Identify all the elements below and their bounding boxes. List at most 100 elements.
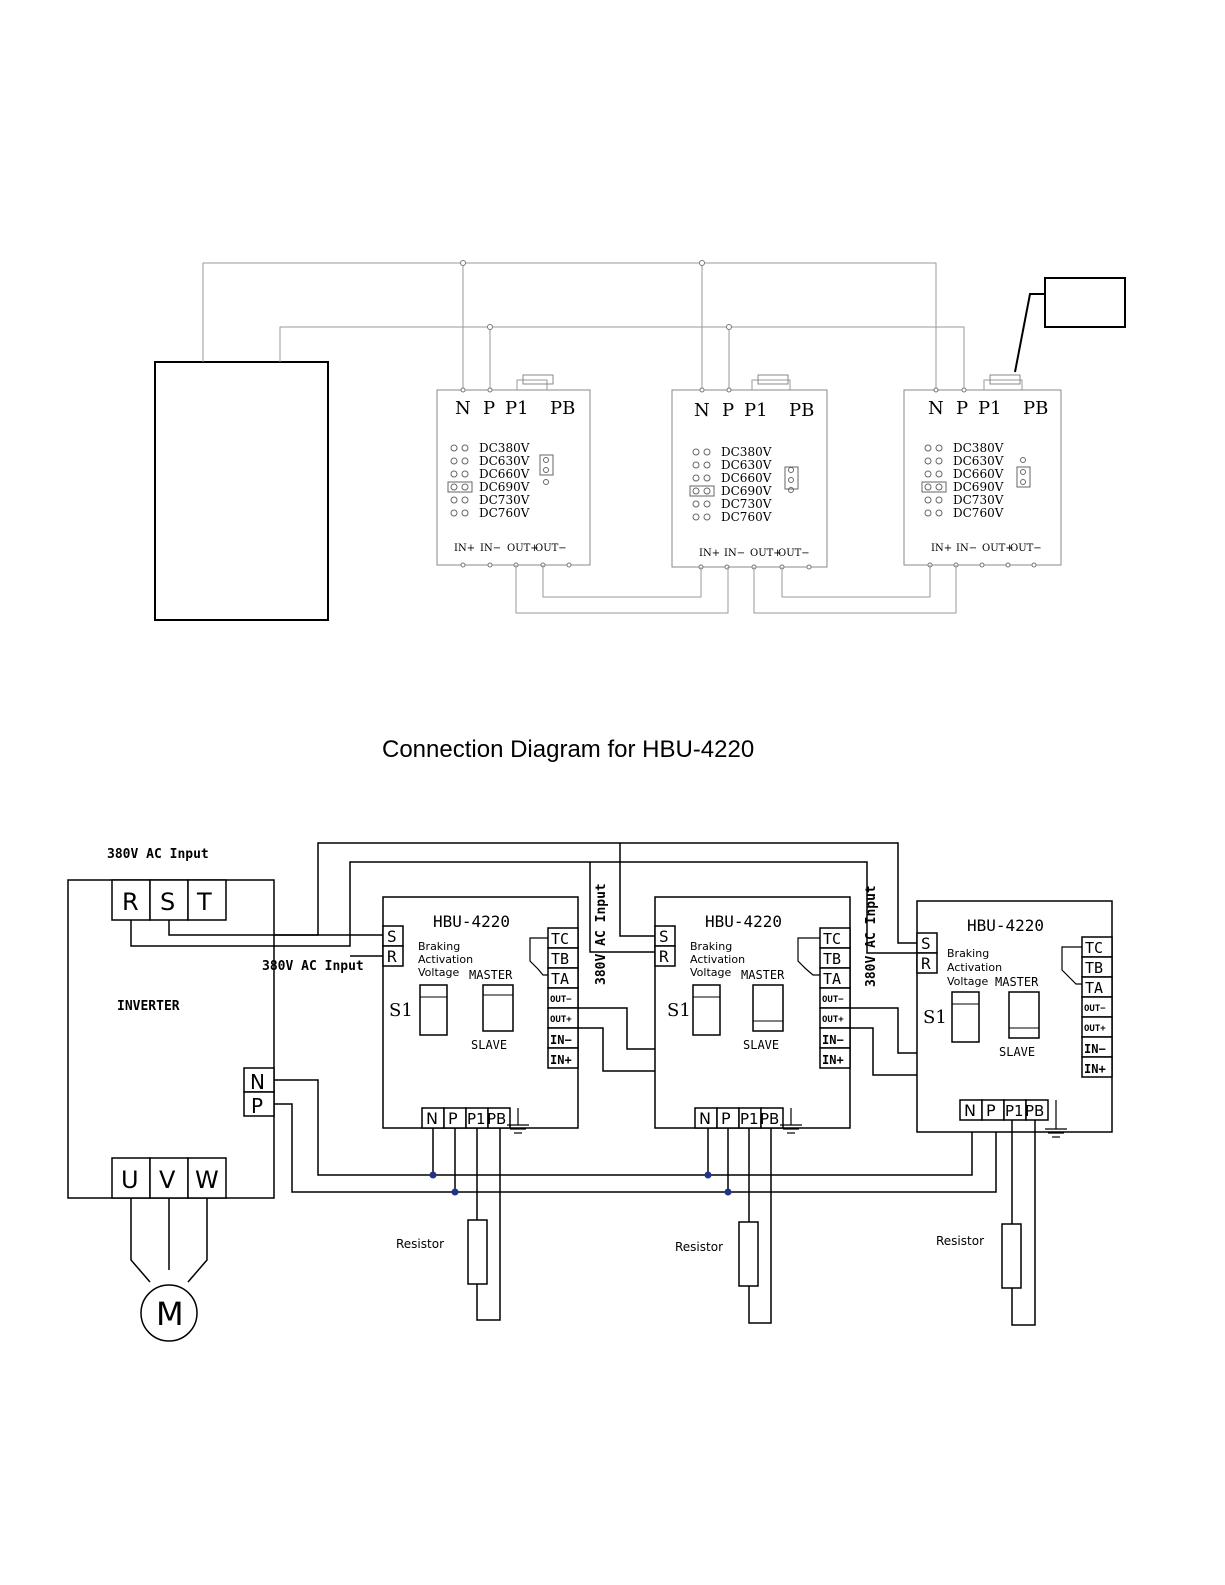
ac-input-label: 380V AC Input <box>107 847 209 862</box>
relay-contact-symbol <box>529 937 548 976</box>
top-jumper-dots <box>689 448 799 521</box>
inverter-box <box>67 879 275 1199</box>
master-slave-switch <box>752 984 784 1032</box>
terminal-tb-label: TB <box>1085 959 1103 977</box>
unit-terminal-r-label: R <box>659 947 669 966</box>
unit-bottom-terminals: N P P1 PB <box>421 1107 511 1129</box>
inverter-terminal-r-label: R <box>122 888 139 916</box>
terminal-tb-label: TB <box>551 950 569 968</box>
braking-text-1: Braking <box>418 940 460 953</box>
terminal-out-minus-label: OUT− <box>550 995 572 1005</box>
resistor-body <box>1001 1223 1022 1289</box>
resistor-wire <box>748 1128 772 1324</box>
dc-bus-p <box>274 1103 997 1193</box>
terminal-ta-label: TA <box>823 970 841 988</box>
top-voltage-630: DC630V <box>479 454 530 468</box>
top-terminal-in-plus: IN+ <box>454 543 475 554</box>
ground-icon <box>1045 1100 1067 1138</box>
unit-terminal-r <box>382 945 404 967</box>
terminal-tc-label: TC <box>823 930 841 948</box>
ground-icon <box>507 1108 529 1134</box>
master-slave-switch <box>1008 991 1040 1039</box>
terminal-pb-label: PB <box>487 1110 506 1128</box>
terminal-out-minus-label: OUT− <box>1084 1004 1106 1014</box>
slave-label: SLAVE <box>743 1038 779 1052</box>
terminal-out-minus-label: OUT− <box>822 995 844 1005</box>
top-jumper-dots <box>447 444 554 517</box>
top-unit-3: N P P1 PB DC380V DC630V DC660V DC690V DC… <box>903 374 1062 568</box>
top-callout-leader <box>1014 293 1045 373</box>
top-voltage-730: DC730V <box>721 497 772 511</box>
terminal-in-plus <box>1081 1056 1113 1078</box>
terminal-pb-label: PB <box>760 1110 779 1128</box>
wire-s-unit2 <box>619 843 655 937</box>
inverter-terminal-s <box>149 879 189 921</box>
terminal-in-minus-label: IN− <box>1084 1042 1106 1056</box>
top-callout-box <box>1044 277 1126 328</box>
ac-input-vertical-2: 380V AC Input <box>864 885 879 987</box>
top-bus-p <box>279 326 965 390</box>
inverter-terminal-s-label: S <box>160 888 175 916</box>
top-link-2b <box>781 565 931 598</box>
terminal-p1-label: P1 <box>1005 1102 1024 1120</box>
terminal-in-minus-label: IN− <box>550 1033 572 1047</box>
relay-contact-symbol <box>797 937 820 976</box>
terminal-tc-label: TC <box>1085 939 1103 957</box>
top-voltage-730: DC730V <box>479 493 530 507</box>
top-voltage-660: DC660V <box>953 467 1004 481</box>
top-node <box>460 260 466 266</box>
terminal-in-plus-label: IN+ <box>822 1053 844 1067</box>
inverter-terminal-t-label: T <box>196 888 212 916</box>
inverter-dc-terminals: N P <box>243 1067 275 1118</box>
top-link-2a <box>753 565 957 614</box>
top-terminal-n: N <box>928 398 944 419</box>
unit-bottom-terminals: N P P1 PB <box>959 1099 1049 1121</box>
terminal-in-minus-label: IN− <box>822 1033 844 1047</box>
unit-right-terminals: TC TB TA OUT− OUT+ IN− IN+ <box>1081 936 1113 1078</box>
top-terminal-pb: PB <box>1023 398 1048 419</box>
top-resistor <box>757 374 789 385</box>
top-terminal-in-minus: IN− <box>480 543 501 554</box>
unit-model: HBU-4220 <box>433 912 510 931</box>
master-label: MASTER <box>469 968 513 982</box>
resistor-1: Resistor <box>396 1128 501 1321</box>
top-terminal-out-plus: OUT+ <box>982 543 1014 554</box>
unit-model: HBU-4220 <box>967 916 1044 935</box>
terminal-in-plus-label: IN+ <box>550 1053 572 1067</box>
braking-unit-1: HBU-4220 S R Braking Activation Voltage … <box>382 896 579 1134</box>
top-voltage-690: DC690V <box>953 480 1004 494</box>
terminal-out-plus-label: OUT+ <box>822 1015 844 1025</box>
top-node <box>487 324 493 330</box>
top-unit-box <box>671 389 828 568</box>
top-voltage-630: DC630V <box>721 458 772 472</box>
master-label: MASTER <box>741 968 785 982</box>
unit-terminal-s-label: S <box>659 927 669 946</box>
top-voltage-760: DC760V <box>479 506 530 520</box>
terminal-n-label: N <box>699 1109 711 1128</box>
inverter-terminal-p-label: P <box>251 1094 263 1118</box>
s1-label: S1 <box>923 1007 947 1028</box>
wire-r-unit2 <box>589 862 655 953</box>
unit-right-terminals: TC TB TA OUT− OUT+ IN− IN+ <box>819 927 851 1069</box>
terminal-pb <box>487 1107 511 1129</box>
resistor-body <box>738 1221 759 1287</box>
unit-terminal-r <box>916 952 938 974</box>
wire-s-outer <box>168 842 917 944</box>
resistor-body <box>467 1219 488 1285</box>
terminal-p-label: P <box>721 1109 731 1128</box>
inverter-output-terminals: U V W <box>111 1157 227 1199</box>
wire-r <box>130 861 917 954</box>
unit-terminal-s-label: S <box>387 927 397 946</box>
resistor-wire <box>476 1128 501 1321</box>
top-node <box>487 387 493 393</box>
top-terminal-out-minus: OUT− <box>778 548 810 559</box>
braking-unit-3: HBU-4220 S R Braking Activation Voltage … <box>916 900 1113 1138</box>
top-resistor <box>522 374 554 385</box>
braking-text-3: Voltage <box>690 966 731 979</box>
braking-text-1: Braking <box>690 940 732 953</box>
unit-terminal-r-label: R <box>387 947 397 966</box>
top-terminal-p1: P1 <box>978 398 1002 419</box>
top-resistor-link <box>516 379 548 390</box>
top-node <box>961 387 967 393</box>
